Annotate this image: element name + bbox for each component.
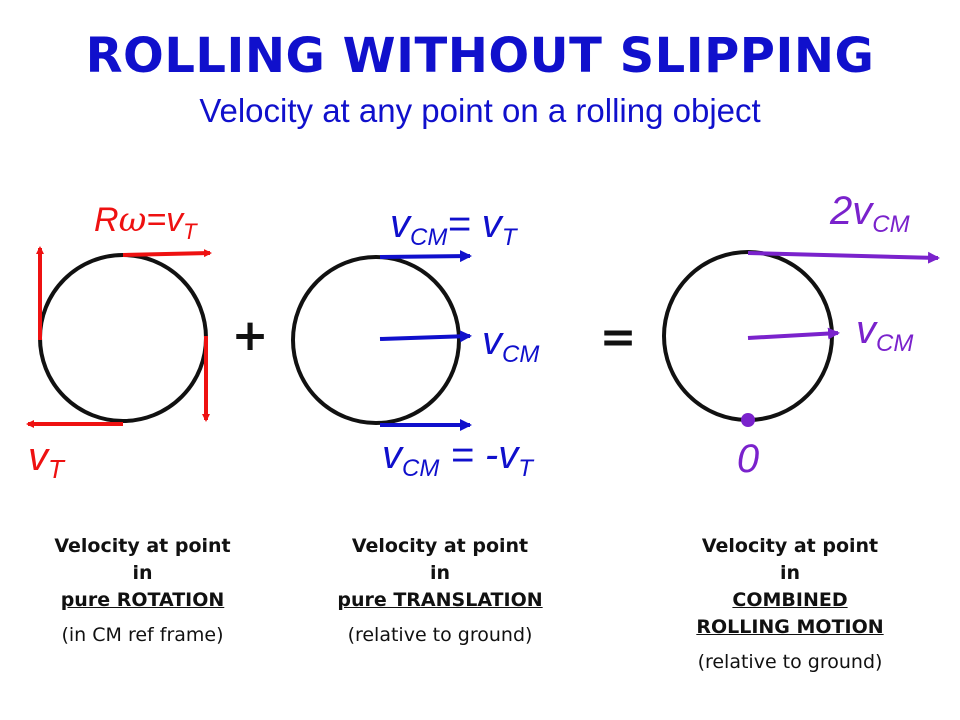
plus-sign: +: [232, 310, 269, 361]
combined-caption: Velocity at point in COMBINED ROLLING MO…: [650, 533, 930, 673]
page-title: ROLLING WITHOUT SLIPPING: [85, 28, 875, 84]
translation-label-middle: vCM: [482, 319, 539, 368]
translation-arrow-center: [379, 330, 472, 343]
translation-caption-line2: in: [429, 562, 451, 584]
translation-caption: Velocity at point in pure TRANSLATION (r…: [300, 533, 580, 646]
rotation-caption-line2: in: [132, 562, 153, 584]
combined-caption-line1: Velocity at point: [701, 535, 879, 557]
combined-caption-note: (relative to ground): [697, 651, 883, 673]
combined-caption-line2: in: [779, 562, 801, 584]
rotation-caption-line3: pure ROTATION: [60, 589, 225, 611]
combined-caption-line4: ROLLING MOTION: [696, 616, 884, 638]
translation-wheel: [291, 255, 461, 425]
rotation-label-top: Rω=vT: [94, 200, 198, 244]
combined-arrow-top: [747, 251, 940, 264]
translation-label-bottom: vCM = -vT: [382, 433, 535, 482]
rotation-caption-note: (in CM ref frame): [61, 624, 224, 646]
translation-caption-line3: pure TRANSLATION: [337, 589, 543, 611]
combined-zero-label: 0: [737, 437, 759, 481]
combined-label-top: 2vCM: [829, 189, 910, 238]
rotation-label-bottom: vT: [28, 435, 66, 484]
combined-caption-line3: COMBINED: [732, 589, 848, 611]
contact-point: [741, 413, 755, 427]
combined-label-middle: vCM: [856, 308, 913, 357]
rotation-wheel: [38, 253, 208, 423]
translation-caption-note: (relative to ground): [347, 624, 533, 646]
rotation-arrow-top: [122, 249, 212, 258]
combined-arrow-center: [747, 327, 840, 340]
rotation-caption: Velocity at point in pure ROTATION (in C…: [20, 533, 265, 646]
translation-caption-line1: Velocity at point: [351, 535, 529, 557]
equals-sign: =: [600, 312, 637, 363]
rotation-caption-line1: Velocity at point: [54, 535, 231, 557]
rotation-diagram: Rω=vT vT: [26, 200, 212, 484]
translation-label-top: vCM= vT: [390, 202, 519, 251]
page-subtitle: Velocity at any point on a rolling objec…: [199, 92, 761, 129]
translation-arrow-top: [379, 250, 472, 263]
combined-diagram: 2vCM vCM 0: [662, 189, 940, 481]
translation-diagram: vCM= vT vCM vCM = -vT: [291, 202, 539, 482]
